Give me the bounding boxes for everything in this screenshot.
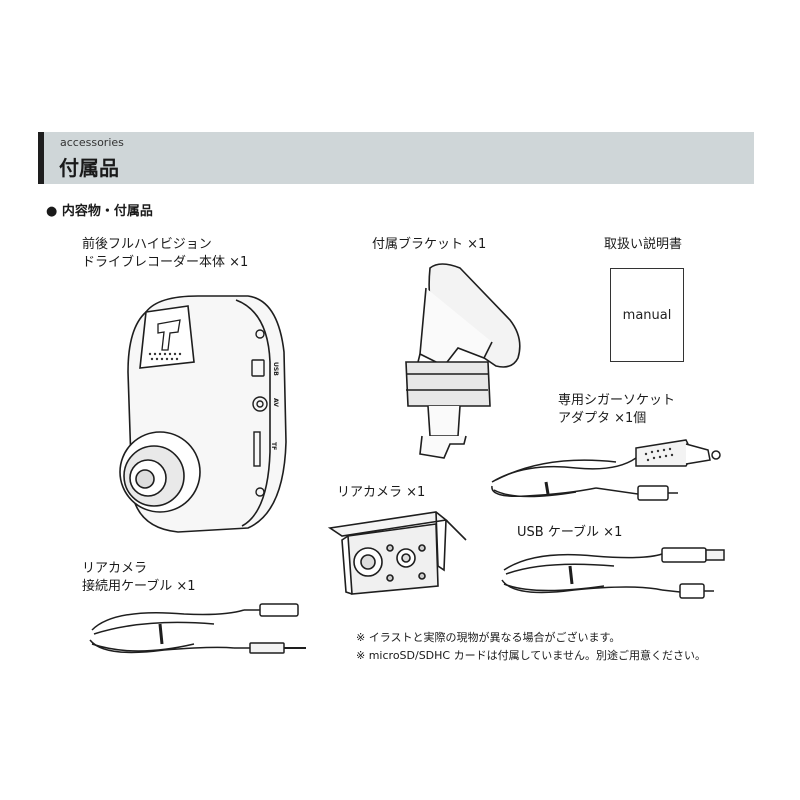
cigar-adapter-illustration <box>491 439 721 501</box>
usb-cable-label: USB ケーブル ×1 <box>517 525 623 540</box>
note-sd-card-not-included: ※ microSD/SDHC カードは付属していません。別途ご用意ください。 <box>356 649 706 662</box>
cigar-adapter-label: 専用シガーソケット アダプタ ×1個 <box>558 393 676 426</box>
rear-cable-label: リアカメラ 接続用ケーブル ×1 <box>82 561 196 594</box>
bracket-label: 付属ブラケット ×1 <box>372 237 487 252</box>
rear-camera-illustration <box>327 511 467 595</box>
manual-illustration: manual <box>610 268 684 362</box>
tf-slot-icon <box>253 431 261 467</box>
section-heading: ● 内容物・付属品 <box>46 204 153 219</box>
tf-mark: TF <box>270 442 277 450</box>
rear-cable-illustration <box>89 603 306 654</box>
usb-port-icon <box>251 359 265 377</box>
screw-icon <box>255 329 265 339</box>
manual-box-text: manual <box>622 307 672 323</box>
usb-mark: USB <box>272 362 279 376</box>
lens-icon <box>119 431 201 513</box>
av-mark: AV <box>272 398 279 407</box>
note-illustration-differs: ※ イラストと実際の現物が異なる場合がございます。 <box>356 631 621 644</box>
header-subtitle: accessories <box>60 136 124 149</box>
recorder-label: 前後フルハイビジョン ドライブレコーダー本体 ×1 <box>82 237 249 270</box>
adapter-grille <box>644 447 674 462</box>
header-accent-bar <box>38 132 44 184</box>
av-port-icon <box>252 396 268 412</box>
dash-camera-illustration: USB AV TF <box>119 295 287 533</box>
section-header: accessories 付属品 <box>38 132 754 184</box>
speaker-grille <box>148 352 182 361</box>
usb-cable-illustration <box>501 547 725 599</box>
bracket-illustration <box>405 263 521 459</box>
screw-icon <box>255 487 265 497</box>
manual-label: 取扱い説明書 <box>604 237 683 252</box>
rear-camera-label: リアカメラ ×1 <box>337 485 426 500</box>
header-title: 付属品 <box>59 156 119 180</box>
